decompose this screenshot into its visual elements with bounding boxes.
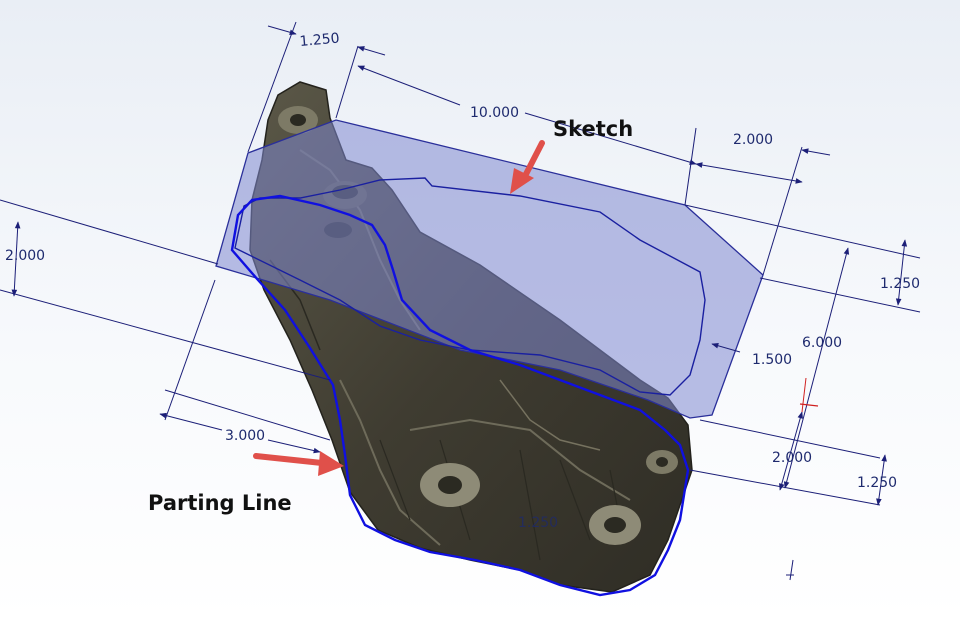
parting-line-callout-label: Parting Line — [148, 491, 292, 515]
sketch-callout-label: Sketch — [553, 117, 633, 141]
sketch-callout-arrow — [510, 140, 545, 194]
parting-line-curve[interactable] — [230, 194, 690, 597]
parting-line-callout-arrow — [253, 451, 344, 476]
boss-lower-right — [589, 505, 641, 545]
dim-right-1500[interactable]: 1.500 — [752, 352, 792, 368]
dim-left-2000[interactable]: 2.000 — [5, 248, 45, 264]
dim-right-2000[interactable]: 2.000 — [733, 132, 773, 148]
dim-right-1250-lower[interactable]: 1.250 — [857, 475, 897, 491]
boss-top — [278, 106, 318, 134]
boss-right — [646, 450, 678, 474]
dim-part-1250[interactable]: 1.250 — [518, 515, 558, 531]
dim-top-1250[interactable]: 1.250 — [299, 31, 340, 50]
dimension-lines — [0, 21, 921, 581]
dim-bottom-3000[interactable]: 3.000 — [225, 428, 265, 444]
dim-right-2000-lower[interactable]: 2.000 — [772, 450, 812, 466]
parting-sketch-plane[interactable] — [215, 119, 764, 419]
dim-top-10000[interactable]: 10.000 — [470, 105, 519, 121]
dim-right-6000[interactable]: 6.000 — [802, 335, 842, 351]
dim-right-1250-upper[interactable]: 1.250 — [880, 276, 920, 292]
sketch-profile — [234, 177, 706, 396]
boss-lower-left — [420, 463, 480, 507]
